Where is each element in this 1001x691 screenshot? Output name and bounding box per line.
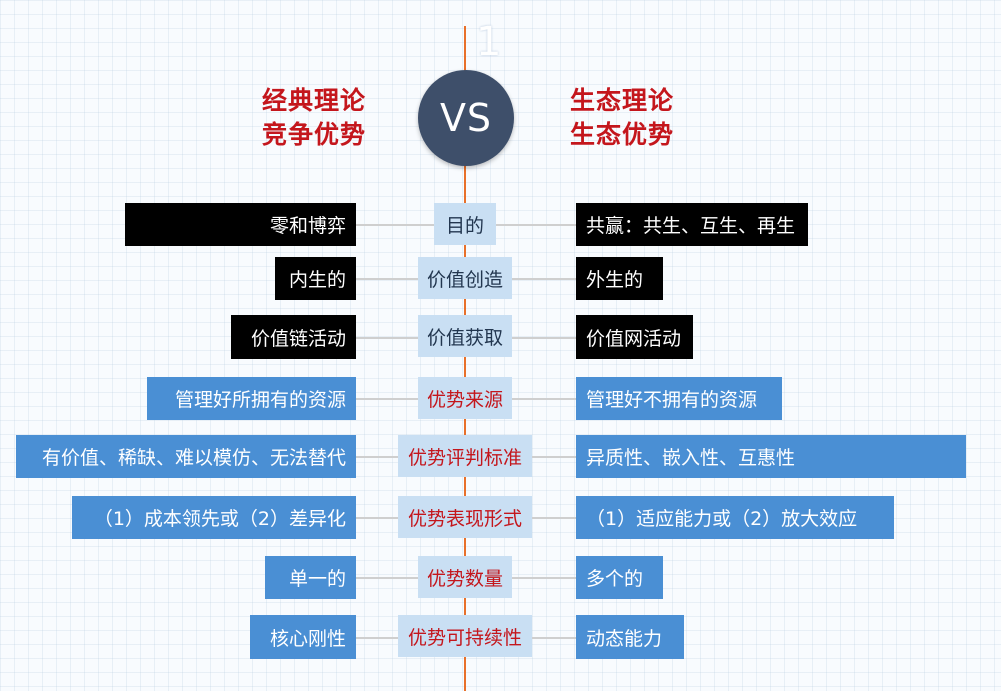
row-right-box: 外生的 [576,257,663,300]
row-right-box: 动态能力 [576,615,684,659]
row-right-box: 共赢：共生、互生、再生 [576,203,808,246]
row-left-box: （1）成本领先或（2）差异化 [72,496,356,539]
row-center-label: 价值获取 [418,315,512,357]
right-title-line1: 生态理论 [570,86,675,115]
left-title-line1: 经典理论 [262,86,367,115]
row-left-box: 零和博弈 [125,203,356,246]
left-title-line2: 竞争优势 [262,120,367,149]
row-center-label: 优势表现形式 [398,496,532,538]
row-center-label: 目的 [434,203,496,245]
row-right-box: （1）适应能力或（2）放大效应 [576,496,894,539]
row-left-box: 核心刚性 [250,615,356,659]
center-axis-line [464,26,466,691]
row-center-label: 优势可持续性 [398,615,532,657]
right-title: 生态理论 生态优势 [570,84,674,152]
left-title: 经典理论 竞争优势 [262,84,366,152]
row-right-box: 管理好不拥有的资源 [576,377,782,420]
row-center-label: 优势来源 [418,377,512,419]
row-center-label: 优势数量 [418,556,512,598]
row-right-box: 多个的 [576,556,663,599]
row-left-box: 内生的 [275,257,356,300]
right-title-line2: 生态优势 [570,120,675,149]
row-center-label: 价值创造 [418,257,512,299]
row-center-label: 优势评判标准 [398,435,532,477]
vs-circle: VS [418,70,514,166]
row-right-box: 异质性、嵌入性、互惠性 [576,435,966,478]
row-left-box: 价值链活动 [231,315,356,359]
row-left-box: 单一的 [265,556,356,599]
slide-number: 1 [476,19,502,65]
row-right-box: 价值网活动 [576,315,693,359]
row-left-box: 有价值、稀缺、难以模仿、无法替代 [16,435,356,478]
row-left-box: 管理好所拥有的资源 [147,377,356,420]
